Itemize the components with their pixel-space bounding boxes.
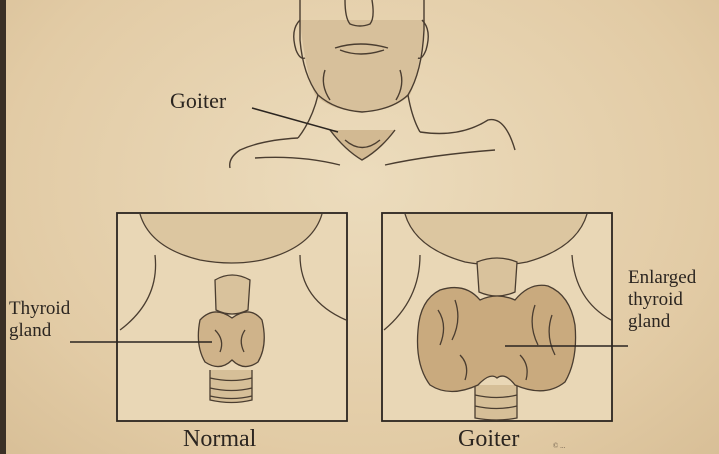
normal-caption: Normal bbox=[183, 426, 256, 454]
enlarged-thyroid-label: Enlarged thyroid gland bbox=[628, 267, 696, 333]
top-figure bbox=[230, 0, 515, 168]
thyroid-label-line1: Thyroid bbox=[9, 298, 70, 320]
goiter-leader-line bbox=[252, 108, 338, 132]
enlarged-label-line3: gland bbox=[628, 311, 696, 333]
goiter-label: Goiter bbox=[170, 88, 226, 113]
image-credit: © ... bbox=[553, 442, 565, 450]
normal-panel bbox=[117, 213, 347, 421]
goiter-caption: Goiter bbox=[458, 426, 519, 454]
thyroid-gland-label: Thyroid gland bbox=[9, 298, 70, 342]
goiter-panel bbox=[382, 213, 612, 421]
thyroid-label-line2: gland bbox=[9, 320, 70, 342]
enlarged-label-line1: Enlarged bbox=[628, 267, 696, 289]
enlarged-label-line2: thyroid bbox=[628, 289, 696, 311]
